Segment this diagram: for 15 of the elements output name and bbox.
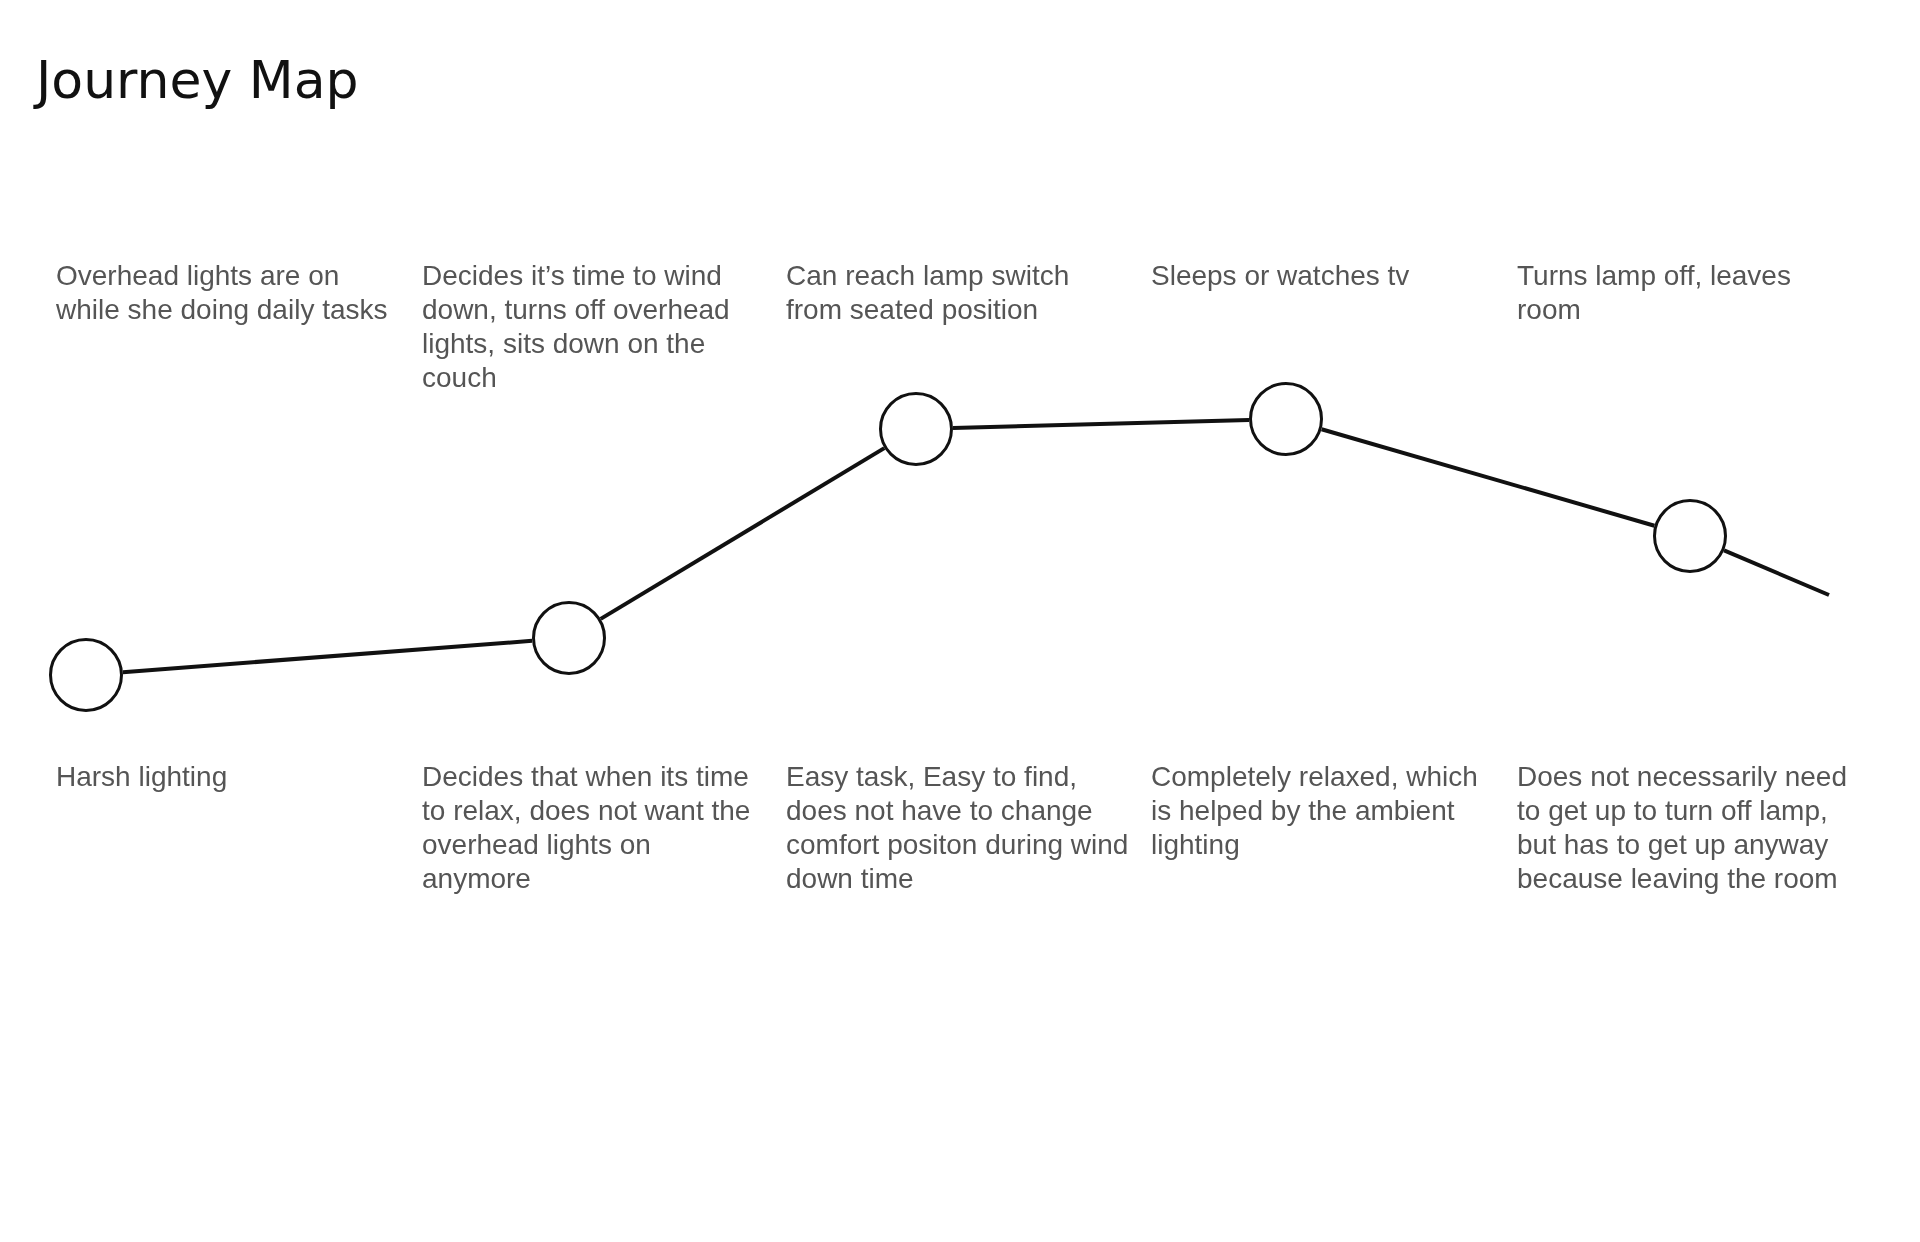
- journey-line: [1321, 427, 1655, 528]
- feeling-note: Harsh lighting: [56, 760, 229, 794]
- journey-line: [599, 446, 886, 621]
- feeling-note: Easy task, Easy to find, does not have to change comfort positon during wind down time: [786, 760, 1130, 896]
- action-note: Sleeps or watches tv: [1151, 259, 1411, 293]
- feeling-note: Does not necessarily need to get up to turn off lamp, but has to get up anyway because leaving the room: [1517, 760, 1848, 896]
- feeling-note: Decides that when its time to relax, does not want the overhead lights on anymore: [422, 760, 752, 896]
- action-note: Turns lamp off, leaves room: [1517, 259, 1792, 327]
- journey-line: [1723, 548, 1830, 597]
- feeling-note: Completely relaxed, which is helped by the ambient lighting: [1151, 760, 1479, 862]
- action-note: Can reach lamp switch from seated position: [786, 259, 1071, 327]
- action-note: Decides it’s time to wind down, turns off overhead lights, sits down on the couch: [422, 259, 731, 395]
- journey-line: [122, 638, 533, 675]
- journey-line: [952, 418, 1250, 430]
- action-note: Overhead lights are on while she doing daily tasks: [56, 259, 389, 327]
